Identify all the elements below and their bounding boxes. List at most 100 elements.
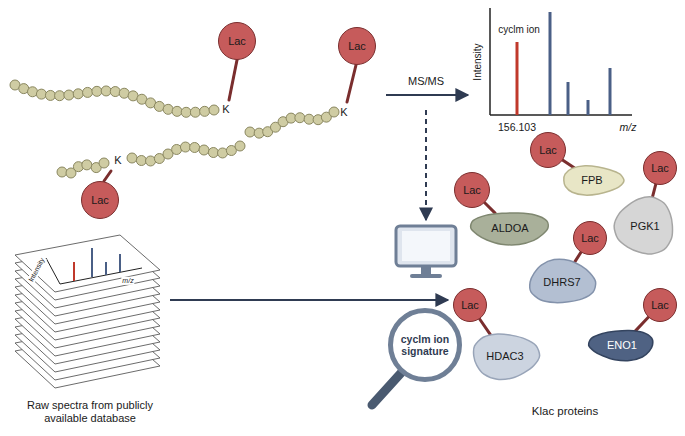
protein-name: ALDOA [491,222,528,235]
signature-label: cyclm ion signature [397,333,453,357]
protein-name: HDAC3 [486,350,523,363]
amino-acid-bead [99,158,109,168]
computer-icon [396,226,456,266]
amino-acid-bead [45,90,55,100]
amino-acid-bead [136,156,146,166]
modification-label: Lac [651,162,669,175]
step-label: MS/MS [408,75,444,88]
amino-acid-bead [83,87,93,97]
lactyl-circle: Lac [454,172,490,208]
residue-label: K [340,106,347,119]
residue-label: K [222,103,229,116]
lactyl-circle: Lac [218,22,256,60]
protein-outline [614,197,672,254]
amino-acid-bead [304,114,314,124]
protein-blob: PGK1 [613,195,677,257]
modification-label: Lac [348,40,366,53]
magnifier-lens: cyclm ion signature [388,308,463,383]
spectrum-plot [587,100,590,115]
amino-acid-bead [57,167,67,177]
caption-note: Raw spectra from publicly available data… [5,399,175,425]
lactyl-circle: Lac [573,221,607,255]
axis-label: Intensity [472,43,484,80]
computer-icon [410,274,442,278]
protein-blob: HDAC3 [469,331,541,381]
sheet-spectrum [105,262,107,275]
modification-label: Lac [463,184,481,197]
lac-stem [635,317,648,331]
lactyl-circle: Lac [530,132,566,168]
process-arrow [425,110,427,220]
amino-acid-bead [110,87,120,97]
protein-outline [530,259,596,302]
mass-value: 156.103 [498,121,536,134]
lactyl-circle: Lac [453,288,487,322]
amino-acid-bead [181,107,191,117]
modification-label: Lac [91,194,109,207]
protein-name: ENO1 [607,339,637,352]
amino-acid-bead [209,105,219,115]
modification-label: Lac [228,35,246,48]
spectrum-plot [516,42,519,115]
amino-acid-bead [190,142,200,152]
modification-label: Lac [581,232,599,245]
protein-blob: FPB [559,164,625,197]
protein-name: FPB [581,174,602,187]
amino-acid-bead [200,106,210,116]
amino-acid-bead [245,127,255,137]
lac-stem [563,160,575,168]
protein-blob: ENO1 [587,328,657,362]
amino-acid-bead [180,142,190,152]
amino-acid-bead [127,153,137,163]
modification-label: Lac [651,299,669,312]
amino-acid-bead [101,86,111,96]
protein-name: DHRS7 [543,276,580,289]
sheet-spectrum [119,254,121,272]
lactyl-circle: Lac [338,27,376,65]
spectrum-sheet [15,235,160,292]
amino-acid-bead [329,107,339,117]
amino-acid-bead [28,87,38,97]
amino-acid-bead [82,160,92,170]
axis-label: m/z [620,121,637,134]
axis-label: m/z [121,277,134,285]
spectrum-plot [567,82,570,115]
magnifier-handle [372,373,401,405]
lactyl-circle: Lac [643,151,677,185]
amino-acid-bead [73,89,83,99]
protein-outline [589,330,653,360]
amino-acid-bead [235,141,245,151]
spectrum-plot [609,68,612,115]
protein-outline [471,213,549,245]
lac-stem [104,60,356,181]
lac-stem [575,252,581,262]
spectra-stack [15,235,160,388]
peptide-chain [10,80,339,178]
amino-acid-bead [64,90,74,100]
lac-stem [347,65,356,102]
amino-acid-bead [295,113,305,123]
lactyl-circle: Lac [81,181,119,219]
residue-label: K [114,154,121,167]
lac-stem [485,203,495,213]
amino-acid-bead [163,104,173,114]
spectrum-plot [490,8,632,115]
computer-icon [402,231,450,261]
group-label: Klac proteins [532,405,598,419]
lac-stem [229,60,237,100]
process-arrow [386,94,468,96]
protein-name: PGK1 [630,220,659,233]
protein-blob: DHRS7 [526,258,598,306]
modification-label: Lac [539,144,557,157]
protein-blob: ALDOA [468,210,552,246]
protein-outline [474,334,540,380]
amino-acid-bead [190,107,200,117]
magnifier-handle [372,373,401,405]
lactyl-circle: Lac [643,288,677,322]
computer-icon [421,266,431,274]
computer-icon [396,226,456,278]
lac-stem [104,171,111,181]
process-arrow [170,95,468,300]
modification-label: Lac [461,299,479,312]
